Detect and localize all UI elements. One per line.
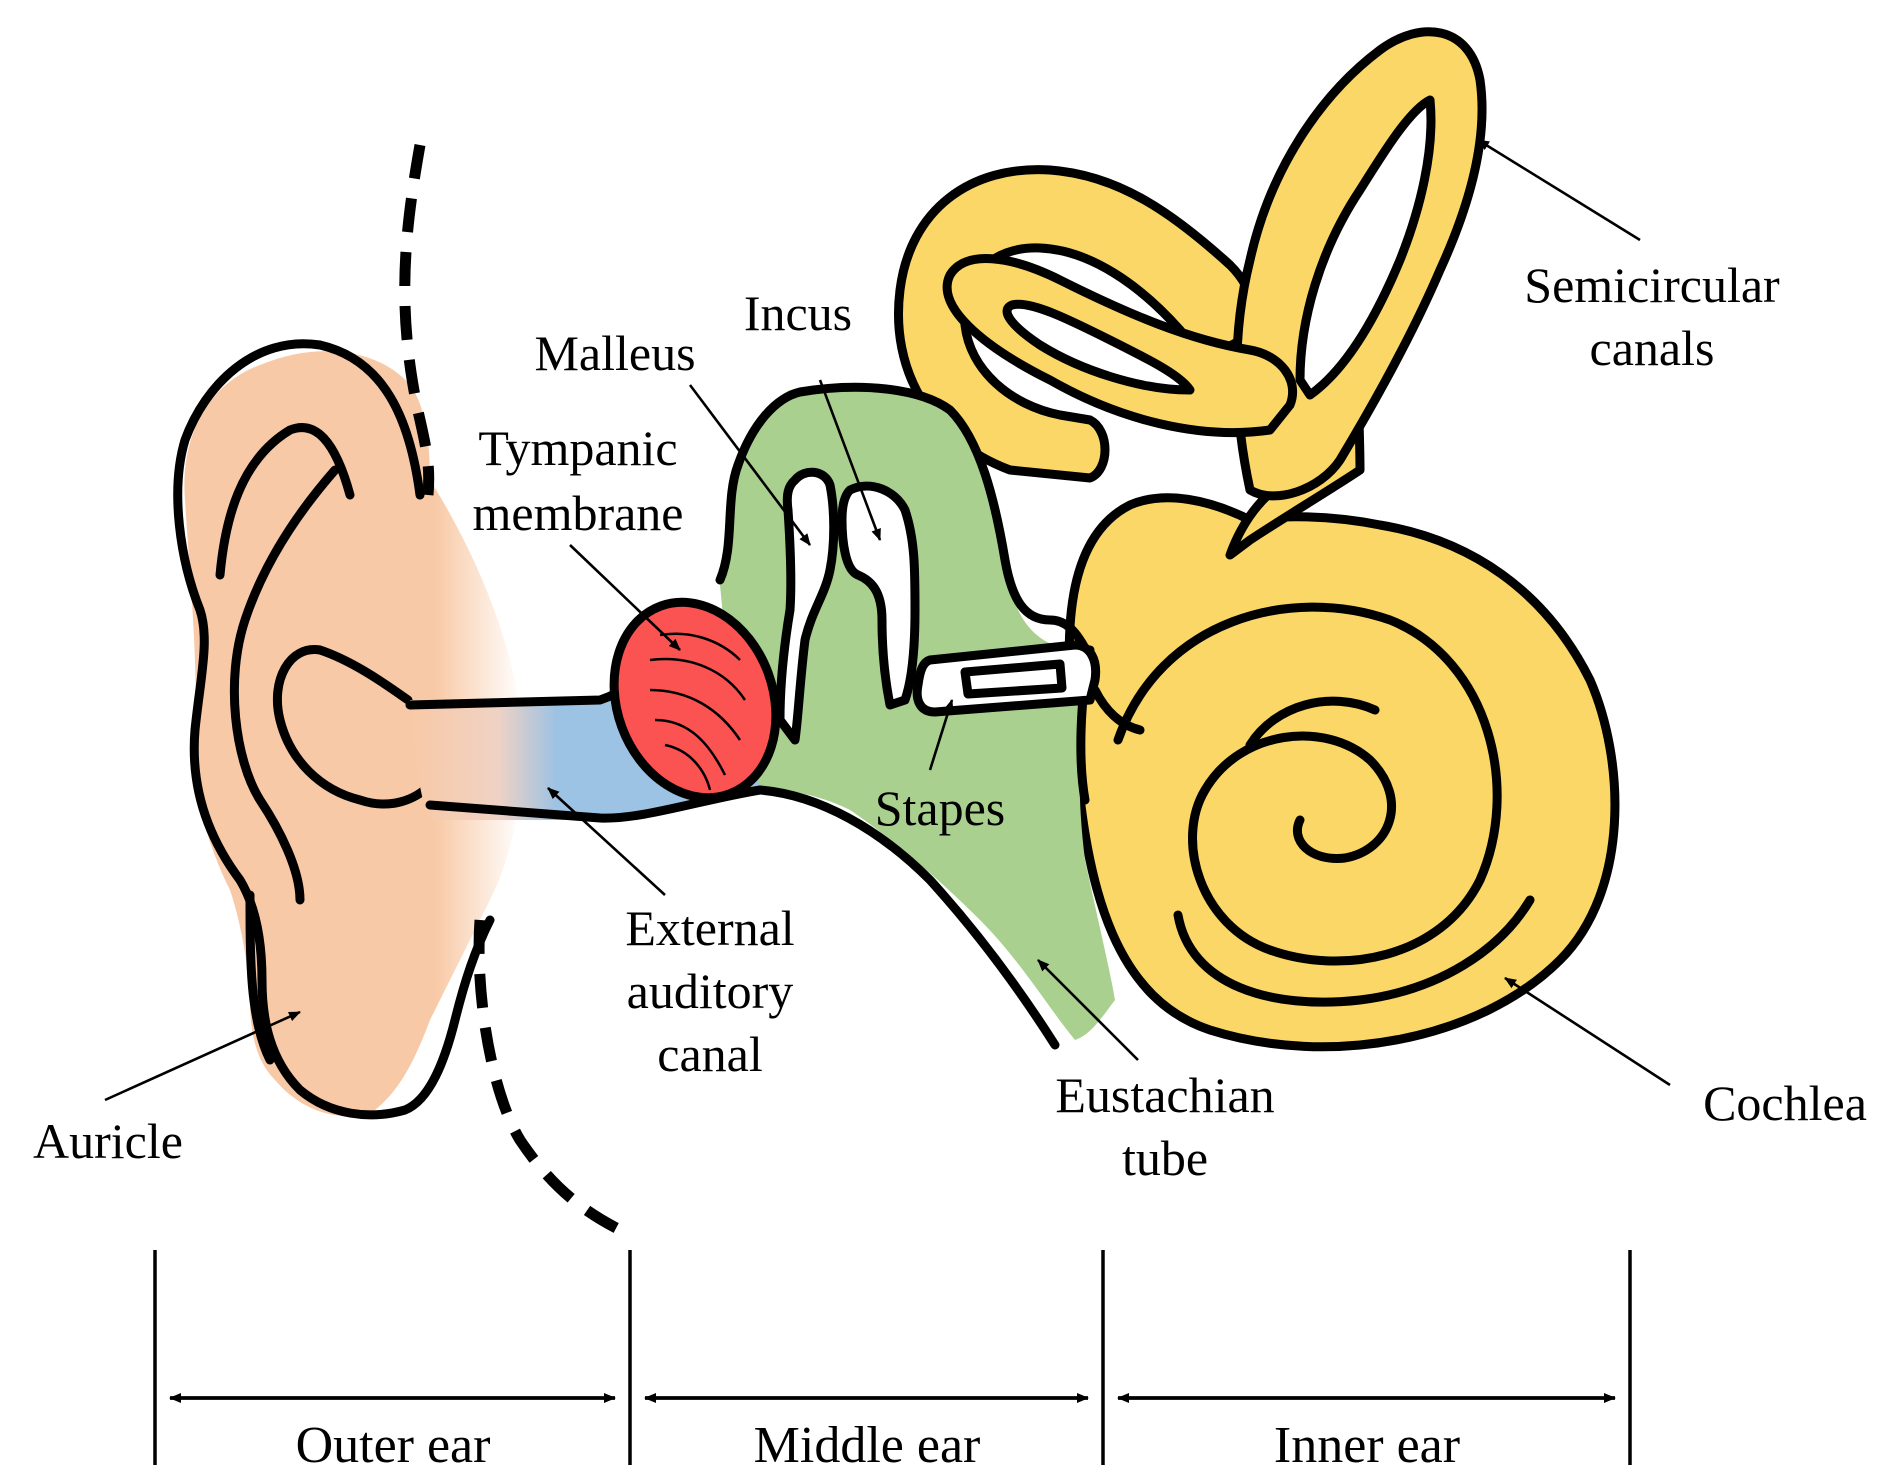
tympanic-fibers <box>649 632 747 791</box>
helix-curve <box>215 423 355 580</box>
tympanic-membrane <box>609 597 781 803</box>
label-inner-ear: Inner ear <box>1274 1417 1460 1465</box>
ossicles <box>775 467 1145 745</box>
label-outer-ear: Outer ear <box>296 1417 491 1465</box>
external-canal-pointer <box>547 787 666 896</box>
cochlea-spiral-outer <box>1173 895 1535 1007</box>
label-stapes: Stapes <box>875 780 1006 836</box>
malleus-bone <box>775 467 839 745</box>
head-outline <box>399 144 633 1240</box>
semicircular-canal-tall-hole <box>1295 95 1436 400</box>
label-pointers <box>104 138 1671 1102</box>
concha-outline <box>272 645 435 809</box>
label-cochlea: Cochlea <box>1703 1075 1867 1131</box>
cochlea-spiral <box>1113 602 1502 966</box>
eustachian-pointer <box>1037 959 1139 1061</box>
antihelix-curve <box>229 465 340 905</box>
incus-bone <box>837 481 920 710</box>
stapes-tail <box>1090 685 1145 735</box>
label-tympanic-1: Tympanic <box>478 420 677 476</box>
label-eustachian-1: Eustachian <box>1055 1067 1274 1123</box>
cochlea-pointer <box>1504 976 1671 1087</box>
structure-labels: Malleus Incus Tympanic membrane Semicirc… <box>33 257 1867 1186</box>
region-brackets <box>153 1250 1632 1465</box>
label-external-2: auditory <box>627 963 794 1019</box>
label-middle-ear: Middle ear <box>754 1417 981 1465</box>
head-outline-upper <box>399 144 435 496</box>
label-external-3: canal <box>657 1026 762 1082</box>
label-eustachian-2: tube <box>1122 1130 1208 1186</box>
label-incus: Incus <box>744 285 852 341</box>
label-external-1: External <box>625 900 794 956</box>
middle-ear-outline-top <box>715 382 1090 653</box>
semicircular-pointer <box>1477 138 1641 242</box>
region-labels: Outer ear Middle ear Inner ear <box>296 1417 1461 1465</box>
head-outline-lower <box>473 919 633 1240</box>
stapes-pointer <box>928 699 954 771</box>
label-tympanic-2: membrane <box>472 485 683 541</box>
stapes-inner <box>960 659 1067 699</box>
cochlea-spiral-inner <box>1245 696 1380 750</box>
label-malleus: Malleus <box>534 325 695 381</box>
label-semicircular-1: Semicircular <box>1524 257 1780 313</box>
tympanic-pointer <box>569 544 681 651</box>
label-auricle: Auricle <box>33 1113 183 1169</box>
earlobe-outline <box>245 890 275 1065</box>
inner-ear-structures <box>894 27 1620 1052</box>
malleus-pointer <box>688 384 812 546</box>
auricle-outline <box>173 339 495 1120</box>
auricle-pointer <box>104 1010 301 1102</box>
semicircular-canal-lateral-hole <box>1002 299 1195 395</box>
incus-pointer <box>818 379 882 541</box>
middle-ear-outline-bottom <box>755 785 1060 1050</box>
auricle-shape <box>184 351 523 1116</box>
label-semicircular-2: canals <box>1590 320 1715 376</box>
